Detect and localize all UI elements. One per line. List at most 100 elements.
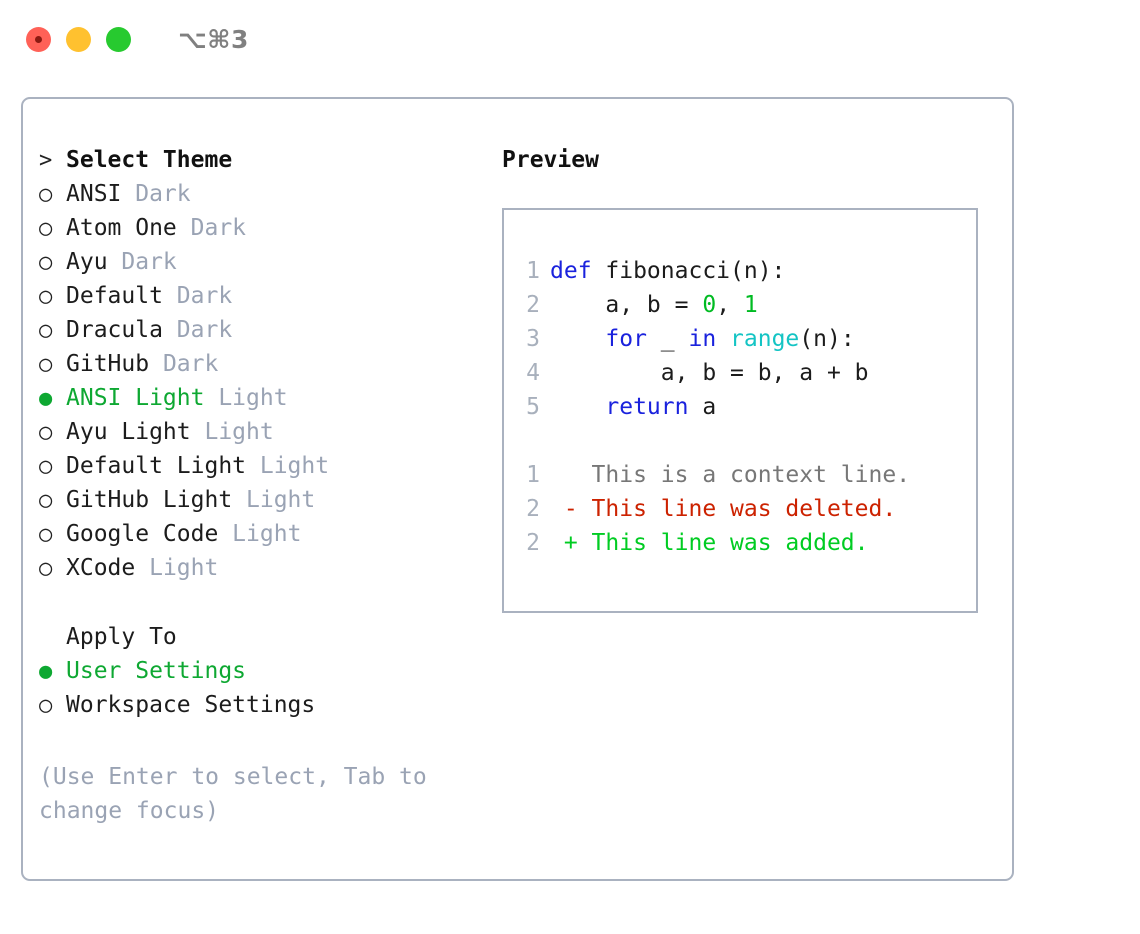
theme-list: ○ANSI Dark○Atom One Dark○Ayu Dark○Defaul… — [39, 181, 489, 589]
line-number: 4 — [526, 360, 540, 386]
apply-to-heading: Apply To — [39, 624, 489, 658]
code-line: 3 for _ in range(n): — [504, 326, 976, 360]
code-token: 1 — [743, 292, 758, 318]
theme-name: ANSI — [66, 181, 122, 207]
theme-list-item[interactable]: ○ Default Light Light — [39, 453, 489, 487]
radio-unselected-icon: ○ — [39, 216, 53, 241]
apply-to-label: Workspace Settings — [66, 692, 316, 718]
preview-title: Preview — [502, 147, 599, 173]
theme-variant-badge: Dark — [162, 317, 233, 343]
theme-name: XCode — [66, 555, 136, 581]
code-token — [716, 326, 730, 352]
diff-line: 2 + This line was added. — [504, 530, 976, 564]
maximize-button[interactable] — [106, 26, 131, 52]
prompt-caret-icon: > — [39, 148, 53, 173]
select-theme-heading: > Select Theme — [39, 147, 489, 181]
code-token: a, b = b, a + b — [550, 360, 869, 386]
code-line: 5 return a — [504, 394, 976, 428]
line-number: 2 — [526, 496, 540, 522]
radio-unselected-icon: ○ — [39, 318, 53, 343]
theme-name: Ayu Light — [66, 419, 191, 445]
code-token: 0 — [702, 292, 717, 318]
theme-list-item[interactable]: ●ANSI Light Light — [39, 385, 489, 419]
theme-list-item[interactable]: ○ Ayu Dark — [39, 249, 489, 283]
apply-to-item[interactable]: ● User Settings — [39, 658, 489, 692]
select-theme-title: Select Theme — [66, 147, 233, 173]
radio-selected-icon: ● — [39, 659, 53, 684]
line-number: 2 — [526, 530, 540, 556]
radio-unselected-icon: ○ — [39, 250, 53, 275]
close-button[interactable] — [26, 26, 51, 52]
apply-to-title: Apply To — [66, 624, 177, 650]
radio-unselected-icon: ○ — [39, 420, 53, 445]
theme-name: Default Light — [66, 453, 247, 479]
line-number: 1 — [526, 258, 540, 284]
diff-text: This is a context line. — [577, 462, 911, 488]
minimize-button[interactable] — [66, 26, 91, 52]
theme-list-item[interactable]: ○ Atom One Dark — [39, 215, 489, 249]
theme-list-item[interactable]: ○ANSI Dark — [39, 181, 489, 215]
theme-picker-column: > Select Theme ○ANSI Dark○Atom One Dark○… — [39, 147, 489, 828]
radio-unselected-icon: ○ — [39, 693, 53, 718]
code-token: def — [550, 258, 592, 284]
code-diff-spacer — [504, 428, 976, 462]
code-token: _ — [646, 326, 689, 352]
theme-list-item[interactable]: ○ XCode Light — [39, 555, 489, 589]
code-line: 2 a, b = 0, 1 — [504, 292, 976, 326]
title-bar: ⌥⌘3 — [0, 0, 1140, 78]
theme-name: Ayu — [66, 249, 108, 275]
theme-variant-badge: Dark — [176, 215, 247, 241]
theme-variant-badge: Light — [135, 555, 219, 581]
theme-name: Google Code — [66, 521, 219, 547]
theme-name: Default — [66, 283, 163, 309]
radio-unselected-icon: ○ — [39, 556, 53, 581]
theme-variant-badge: Dark — [149, 351, 219, 377]
code-token: a, b = — [550, 292, 703, 318]
apply-to-label: User Settings — [66, 658, 247, 684]
radio-unselected-icon: ○ — [39, 352, 53, 377]
diff-line: 1 This is a context line. — [504, 462, 976, 496]
code-token: (n): — [799, 326, 855, 352]
code-token: fibonacci(n): — [591, 258, 786, 284]
apply-to-list: ● User Settings ○ Workspace Settings — [39, 658, 489, 726]
theme-variant-badge: Light — [218, 521, 302, 547]
code-token: in — [688, 326, 717, 352]
keyboard-hint-text: (Use Enter to select, Tab to change focu… — [39, 764, 441, 824]
radio-selected-icon: ● — [39, 386, 53, 411]
keyboard-shortcut-label: ⌥⌘3 — [178, 24, 249, 54]
code-line: 1 def fibonacci(n): — [504, 258, 976, 292]
theme-variant-badge: Dark — [107, 249, 177, 275]
diff-line: 2 - This line was deleted. — [504, 496, 976, 530]
theme-variant-badge: Light — [246, 453, 330, 479]
theme-list-item[interactable]: ○ GitHub Dark — [39, 351, 489, 385]
code-token — [550, 394, 605, 420]
theme-variant-badge: Dark — [121, 181, 191, 207]
code-line: 4 a, b = b, a + b — [504, 360, 976, 394]
theme-list-item[interactable]: ○ Google Code Light — [39, 521, 489, 555]
theme-name: GitHub Light — [66, 487, 233, 513]
theme-list-item[interactable]: ○Ayu Light Light — [39, 419, 489, 453]
theme-name: Atom One — [66, 215, 177, 241]
radio-unselected-icon: ○ — [39, 454, 53, 479]
diff-marker: - — [550, 496, 578, 522]
theme-list-item[interactable]: ○Dracula Dark — [39, 317, 489, 351]
diff-marker — [550, 462, 578, 488]
code-token: a — [688, 394, 717, 420]
theme-list-item[interactable]: ○GitHub Light Light — [39, 487, 489, 521]
radio-unselected-icon: ○ — [39, 284, 53, 309]
code-token — [550, 326, 605, 352]
theme-variant-badge: Light — [232, 487, 316, 513]
diff-text: This line was added. — [577, 530, 869, 556]
line-number: 1 — [526, 462, 540, 488]
line-number: 5 — [526, 394, 540, 420]
apply-to-item[interactable]: ○ Workspace Settings — [39, 692, 489, 726]
apply-to-section: Apply To ● User Settings ○ Workspace Settin… — [39, 624, 489, 726]
theme-variant-badge: Light — [204, 385, 288, 411]
radio-unselected-icon: ○ — [39, 522, 53, 547]
theme-name: GitHub — [66, 351, 150, 377]
line-number: 3 — [526, 326, 540, 352]
theme-list-item[interactable]: ○Default Dark — [39, 283, 489, 317]
